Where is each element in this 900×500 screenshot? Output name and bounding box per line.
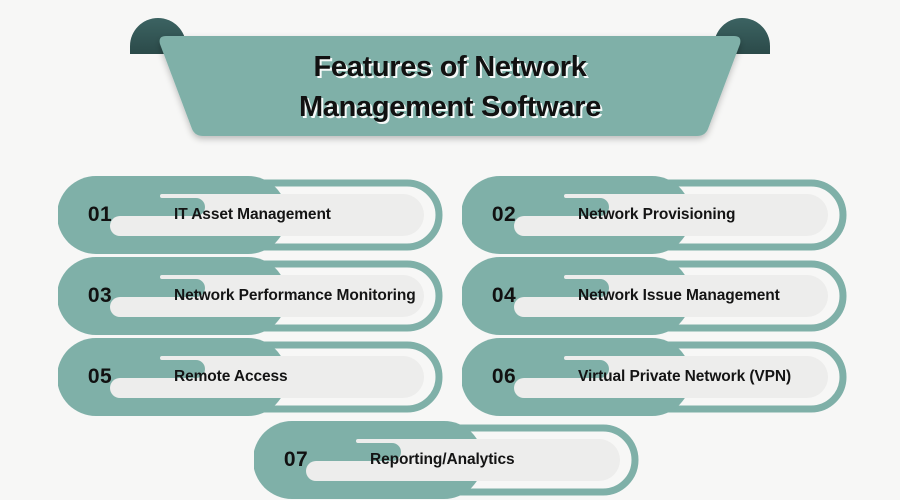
feature-card-02[interactable]: 02 Network Provisioning (462, 176, 850, 254)
card-inner-pill-07 (348, 439, 620, 481)
banner-ribbon-shape (130, 18, 770, 136)
card-inner-pill-03 (152, 275, 424, 317)
card-inner-pill-01 (152, 194, 424, 236)
card-inner-pill-02 (556, 194, 828, 236)
card-inner-pill-05 (152, 356, 424, 398)
card-shape-05 (58, 338, 443, 416)
card-shape-06 (462, 338, 847, 416)
feature-card-03[interactable]: 03 Network Performance Monitoring (58, 257, 446, 335)
banner-body (159, 36, 741, 136)
feature-card-07[interactable]: 07 Reporting/Analytics (254, 421, 642, 499)
card-inner-pill-06 (556, 356, 828, 398)
card-inner-tab-04 (514, 297, 600, 317)
card-shape-02 (462, 176, 847, 254)
feature-card-01[interactable]: 01 IT Asset Management (58, 176, 446, 254)
card-inner-tab-05 (110, 378, 196, 398)
card-shape-03 (58, 257, 443, 335)
card-inner-tab-06 (514, 378, 600, 398)
card-inner-tab-01 (110, 216, 196, 236)
card-shape-01 (58, 176, 443, 254)
card-inner-tab-07 (306, 461, 392, 481)
card-inner-tab-03 (110, 297, 196, 317)
card-shape-07 (254, 421, 639, 499)
feature-card-05[interactable]: 05 Remote Access (58, 338, 446, 416)
card-shape-04 (462, 257, 847, 335)
card-inner-tab-02 (514, 216, 600, 236)
feature-card-04[interactable]: 04 Network Issue Management (462, 257, 850, 335)
feature-card-06[interactable]: 06 Virtual Private Network (VPN) (462, 338, 850, 416)
banner: Features of Network Management Software (130, 14, 770, 144)
card-inner-pill-04 (556, 275, 828, 317)
